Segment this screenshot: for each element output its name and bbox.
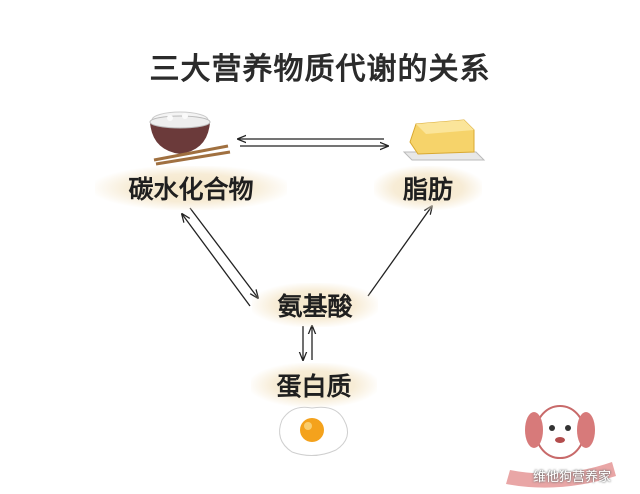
node-protein: 蛋白质 [251, 363, 377, 407]
fried-egg-icon [279, 406, 349, 456]
node-carbohydrate: 碳水化合物 [95, 166, 287, 210]
arrow-amino-to-fat [367, 206, 432, 297]
dog-mascot-icon [506, 405, 616, 488]
rice-bowl-icon [149, 111, 231, 166]
butter-icon [402, 119, 486, 161]
arrow-carb-to-amino [189, 207, 258, 298]
node-fat: 脂肪 [374, 166, 482, 210]
diagram-title: 三大营养物质代谢的关系 [149, 52, 491, 87]
arrow-amino-to-carb [182, 214, 251, 307]
watermark-text: 维他狗营养家 [533, 470, 612, 485]
node-amino-acid: 氨基酸 [252, 283, 378, 327]
